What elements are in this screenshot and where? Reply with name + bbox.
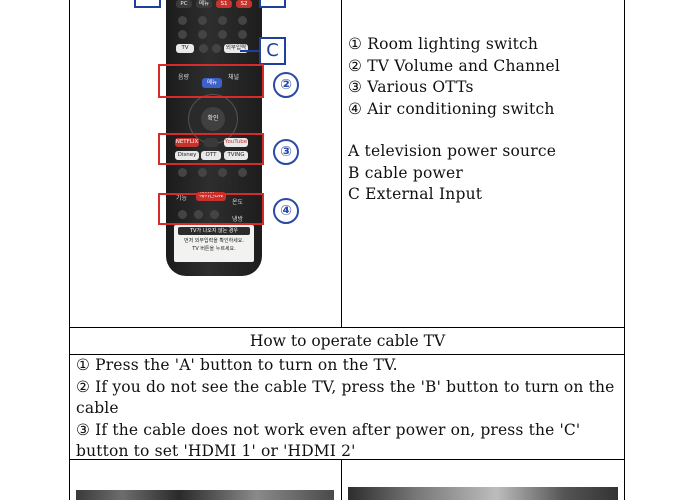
- ott-highlight: [158, 133, 264, 165]
- s2-button: S2: [236, 0, 252, 8]
- home-button: [204, 138, 218, 147]
- tv-photo-left: [76, 490, 334, 500]
- playback-button: [218, 168, 227, 177]
- number-button: [178, 30, 187, 39]
- callout-box-a: [134, 0, 161, 8]
- legend-letter-item: C External Input: [348, 185, 483, 203]
- instruction-step: ① Press the 'A' button to turn on the TV…: [76, 356, 398, 374]
- legend-item: ③ Various OTTs: [348, 78, 474, 96]
- number-button: [198, 30, 207, 39]
- playback-button: [238, 168, 247, 177]
- legend-gap: [348, 120, 618, 141]
- number-button: [218, 16, 227, 25]
- volume-label: 음량: [178, 74, 190, 81]
- aircon-highlight: [158, 193, 264, 225]
- sticker-text: TV 버튼을 누르세요.: [192, 246, 236, 252]
- number-button: [212, 44, 221, 53]
- volume-channel-highlight: [158, 64, 264, 98]
- legend-letter-item: B cable power: [348, 163, 463, 182]
- tving-button: TVING: [224, 151, 248, 160]
- table-rule-title: [69, 354, 625, 355]
- callout-number-3: ③: [273, 139, 299, 165]
- aircon-button: [178, 210, 187, 219]
- section-title: How to operate cable TV: [249, 332, 446, 350]
- sticker-heading: TV가 나오지 않는 경우: [178, 227, 250, 235]
- pc-button: PC: [176, 0, 192, 8]
- ok-button: 확인: [201, 107, 225, 131]
- table-border-left: [69, 0, 70, 500]
- callout-box-b: [259, 0, 286, 8]
- legend-item: ② TV Volume and Channel: [348, 56, 560, 75]
- tv-photo-right: [348, 487, 618, 500]
- aircon-button: [210, 210, 219, 219]
- youtube-button: YouTube: [224, 138, 248, 147]
- temperature-label: 온도: [232, 199, 244, 206]
- legend-item: ④ Air conditioning switch: [348, 99, 555, 118]
- table-divider-vertical: [341, 0, 342, 327]
- center-menu-button: 메뉴: [202, 78, 222, 88]
- table-rule-top: [69, 327, 625, 328]
- cooling-label: 냉방: [232, 216, 244, 223]
- aircon-button: [194, 210, 203, 219]
- legend-letter-item: A television power source: [348, 142, 557, 160]
- help-sticker: TV가 나오지 않는 경우 먼저 외부입력을 확인하세요. TV 버튼을 누르세…: [174, 225, 254, 262]
- table-border-right: [624, 0, 625, 500]
- number-button: [238, 30, 247, 39]
- disney-button: Disney: [175, 151, 199, 160]
- callout-c-pointer: [240, 50, 260, 52]
- callout-number-2: ②: [273, 72, 299, 98]
- legend-item: ① Room lighting switch: [348, 35, 539, 53]
- table-divider-photos: [341, 459, 342, 500]
- function-label: 기능: [176, 195, 188, 202]
- instruction-steps: ① Press the 'A' button to turn on the TV…: [76, 355, 621, 463]
- tv-button: TV: [176, 44, 194, 53]
- channel-label: 채널: [228, 74, 240, 81]
- ott-button: OTT: [201, 151, 221, 160]
- sticker-text: 먼저 외부입력을 확인하세요.: [184, 238, 244, 244]
- table-rule-bottom: [69, 459, 625, 460]
- instruction-step: ② If you do not see the cable TV, press …: [76, 377, 615, 418]
- remote-control-photo: PC 메뉴 S1 S2 TV 외부입력 음량 메뉴 채널 확인 NETFLIX …: [166, 0, 262, 276]
- number-button: [198, 16, 207, 25]
- playback-button: [178, 168, 187, 177]
- menu-button: 메뉴: [196, 0, 212, 8]
- external-input-button: 외부입력: [224, 44, 248, 53]
- number-button: [238, 16, 247, 25]
- number-button: [218, 30, 227, 39]
- button-legend: ① Room lighting switch ② TV Volume and C…: [348, 34, 618, 206]
- aircon-on-button: 에어컨ON: [196, 192, 226, 201]
- callout-number-4: ④: [273, 198, 299, 224]
- instruction-step: ③ If the cable does not work even after …: [76, 420, 581, 461]
- netflix-button: NETFLIX: [175, 138, 199, 147]
- number-button: [178, 16, 187, 25]
- number-button: [199, 44, 208, 53]
- callout-box-c: C: [259, 37, 286, 65]
- playback-button: [198, 168, 207, 177]
- s1-button: S1: [216, 0, 232, 8]
